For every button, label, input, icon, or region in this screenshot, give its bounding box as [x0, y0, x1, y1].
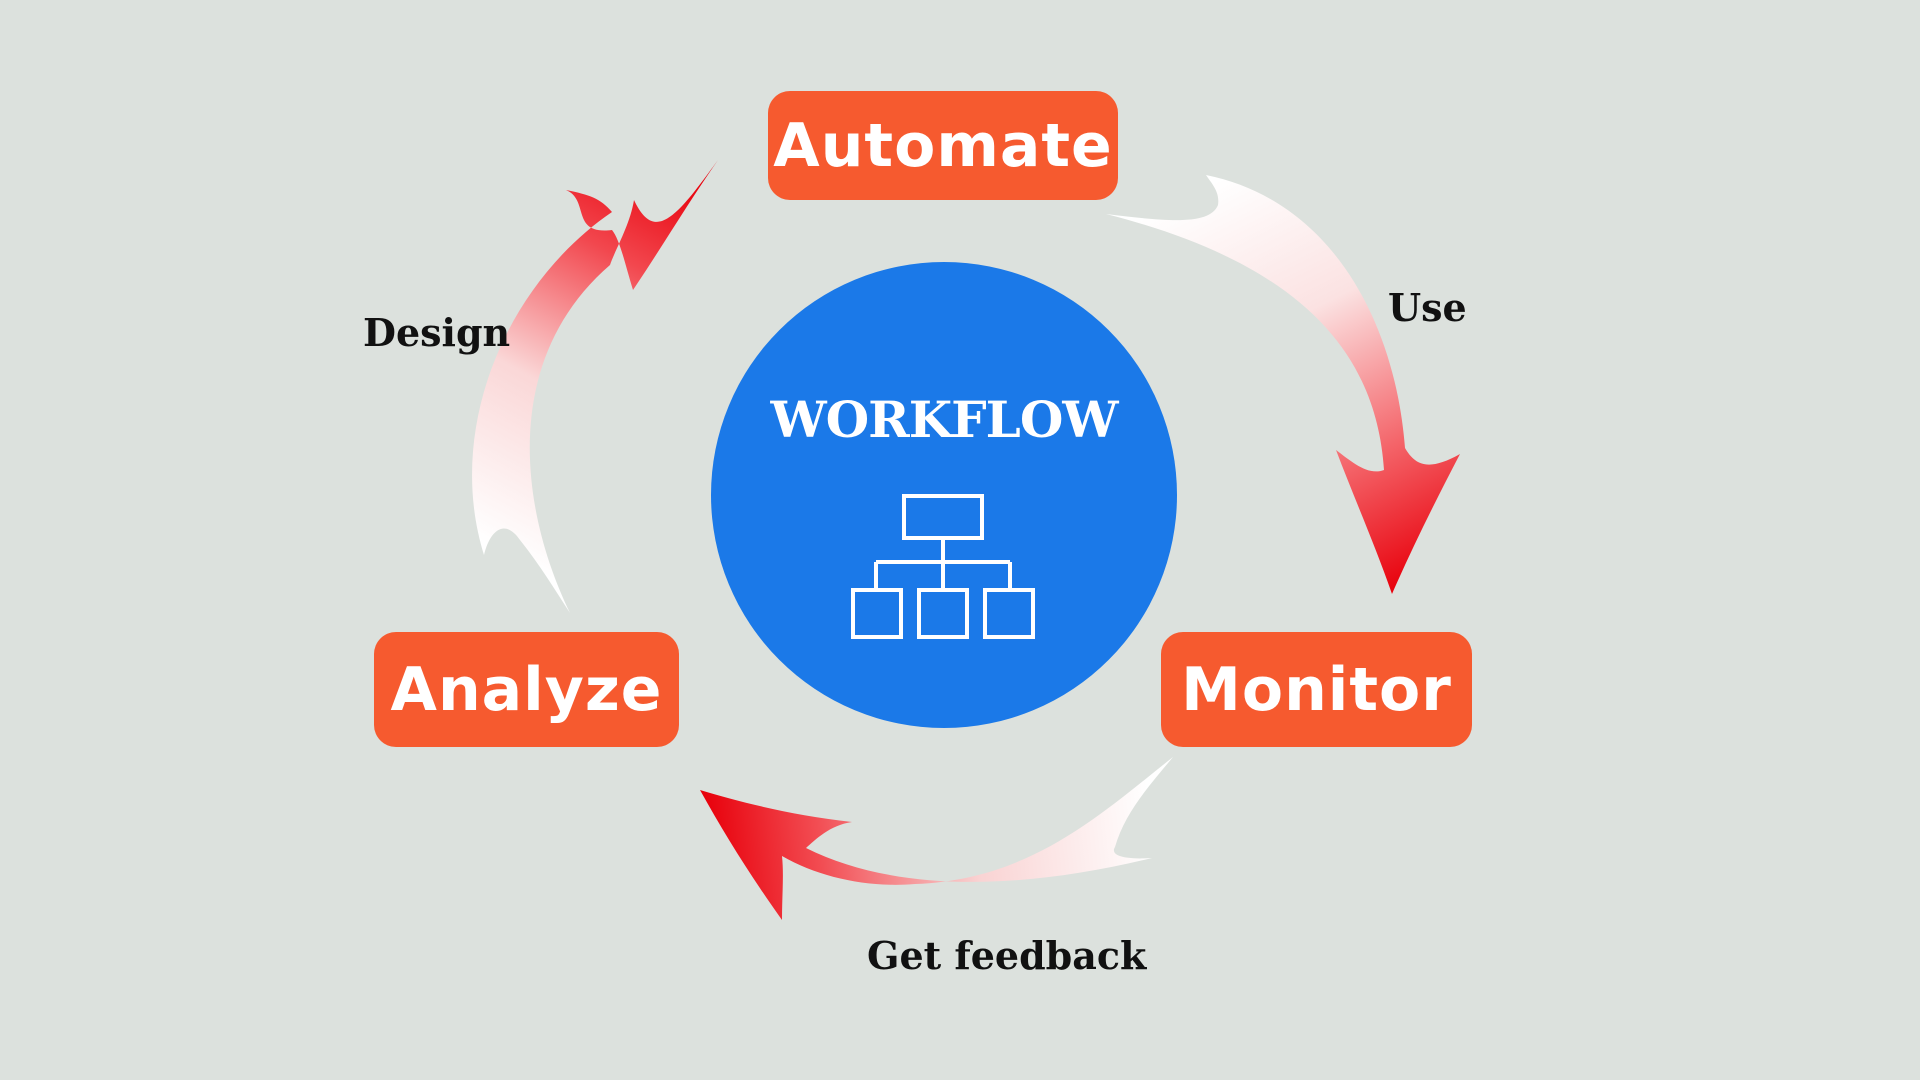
- workflow-hub-circle: WORKFLOW: [711, 262, 1177, 728]
- hub-title: WORKFLOW: [770, 390, 1118, 449]
- stage-monitor-label: Monitor: [1181, 654, 1452, 725]
- arrow-use: [1106, 175, 1460, 594]
- stage-automate: Automate: [768, 91, 1118, 200]
- arrow-design: [472, 160, 718, 613]
- stage-analyze-label: Analyze: [390, 654, 663, 725]
- arrow-feedback: [700, 757, 1173, 920]
- edge-label-get-feedback: Get feedback: [867, 933, 1147, 978]
- stage-analyze: Analyze: [374, 632, 679, 747]
- stage-monitor: Monitor: [1161, 632, 1472, 747]
- stage-automate-label: Automate: [773, 110, 1113, 181]
- edge-label-design: Design: [363, 310, 511, 355]
- edge-label-use: Use: [1388, 285, 1467, 330]
- hierarchy-icon: [851, 494, 1035, 639]
